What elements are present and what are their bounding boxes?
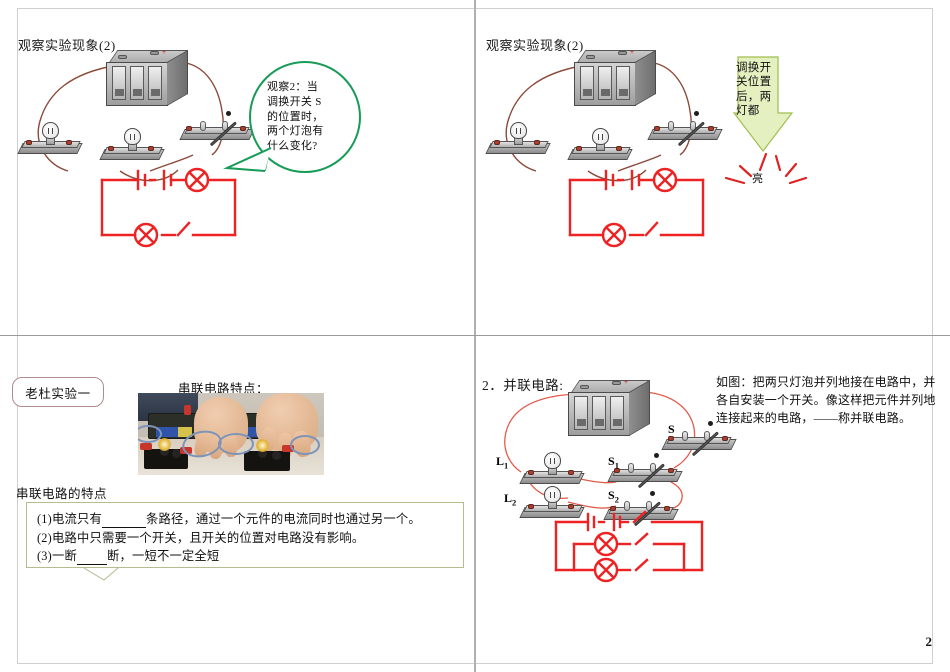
arrow-line-3: 后，两 <box>736 90 772 103</box>
photo-caption: 串联电路特点： <box>178 382 270 396</box>
schematic-series-top-left <box>90 158 265 258</box>
green-down-arrow: 调换开 关位置 后，两 灯都 <box>726 55 801 155</box>
knife-switch-icon <box>179 104 255 147</box>
label-S2: S2 <box>608 488 619 505</box>
characteristic-line-1: (1)电流只有 条路径，通过一个元件的电流同时也通过另一个。 <box>37 509 455 528</box>
schematic-series-top-right <box>558 158 733 258</box>
page-frame-right <box>932 8 933 664</box>
callout-tail-characteristics <box>84 567 119 581</box>
battery-plus-label-2: + <box>630 48 634 56</box>
arrow-text: 调换开 关位置 后，两 灯都 <box>736 61 792 119</box>
lamp-1-icon-2 <box>485 116 551 154</box>
char-1-blank <box>101 512 146 528</box>
page-frame-left <box>17 8 18 664</box>
label-L2: L2 <box>504 491 517 508</box>
slide-bottom-left: 老杜实验一 串联电路特点： <box>0 336 474 672</box>
slide-title-bottom-right: 2．并联电路: <box>482 378 564 393</box>
bubble-line-2: 调换开关 S <box>267 95 322 108</box>
char-3-blank <box>76 549 107 565</box>
characteristic-line-3: (3)一断 断，一短不一定全短 <box>37 546 455 565</box>
arrow-shape-icon <box>732 56 794 152</box>
section-label-series-characteristics: 串联电路的特点 <box>16 487 108 501</box>
battery-pack-icon-2: + <box>574 48 658 108</box>
arrow-line-4: 灯都 <box>736 105 760 118</box>
speech-bubble-tail <box>223 147 272 172</box>
slide-top-right: 观察实验现象(2) + <box>476 0 950 335</box>
series-experiment-photo <box>138 393 324 475</box>
battery-pack-icon-parallel: + <box>568 378 652 438</box>
bubble-line-4: 两个灯泡有 <box>267 125 324 138</box>
characteristics-box: (1)电流只有 条路径，通过一个元件的电流同时也通过另一个。 (2)电路中只需要… <box>26 502 464 568</box>
speech-bubble-text: 观察2：当 调换开关 S 的位置时， 两个灯泡有 什么变化? <box>267 80 343 154</box>
slide-title-top-left: 观察实验现象(2) <box>18 38 116 53</box>
battery-plus-label-3: + <box>624 378 628 386</box>
panel-divider-horizontal <box>0 335 950 336</box>
label-S1: S1 <box>608 454 619 471</box>
char-3-pre: 一断 <box>51 549 77 563</box>
battery-plus-label: + <box>162 48 166 56</box>
slide-top-left: 观察实验现象(2) + <box>0 0 474 335</box>
panel-divider-vertical <box>474 0 476 672</box>
char-3-post: 断，一短不一定全短 <box>106 549 220 563</box>
slide-title-top-right: 观察实验现象(2) <box>486 38 584 53</box>
schematic-parallel <box>552 510 722 588</box>
bubble-line-5: 什么变化? <box>267 140 318 153</box>
lamp-2-icon-2 <box>567 122 633 160</box>
page-number: 2 <box>925 634 933 649</box>
char-1-post: 条路径，通过一个元件的电流同时也通过另一个。 <box>145 512 421 526</box>
label-S: S <box>668 422 675 436</box>
slide-bottom-right: 2．并联电路: 如图：把两只灯泡并列地接在电路中，并各自安装一个开关。像这样把元… <box>476 336 950 672</box>
experiment-badge: 老杜实验一 <box>12 377 104 407</box>
result-text-liang: 亮 <box>752 173 763 185</box>
arrow-line-2: 关位置 <box>736 76 772 89</box>
char-2-num: (2) <box>37 531 52 545</box>
char-3-num: (3) <box>37 549 52 563</box>
char-1-num: (1) <box>37 512 52 526</box>
switch-S2-icon <box>603 484 679 527</box>
lamp-1-icon <box>17 116 83 154</box>
knife-switch-icon-2 <box>647 104 723 147</box>
char-1-pre: 电流只有 <box>51 512 102 526</box>
label-L1: L1 <box>496 454 509 471</box>
switch-S1-icon <box>607 446 683 489</box>
char-2-pre: 电路中只需要一个开关，且开关的位置对电路没有影响。 <box>51 531 365 545</box>
arrow-line-1: 调换开 <box>736 62 772 74</box>
battery-pack-icon: + <box>106 48 190 108</box>
switch-S-icon <box>661 414 737 457</box>
lamp-2-icon <box>99 122 165 160</box>
shine-rays-icon <box>724 152 808 185</box>
parallel-circuit-description: 如图：把两只灯泡并列地接在电路中，并各自安装一个开关。像这样把元件并列地连接起来… <box>716 375 936 425</box>
characteristic-line-2: (2)电路中只需要一个开关，且开关的位置对电路没有影响。 <box>37 528 455 546</box>
lamp-L2-icon <box>519 480 585 518</box>
bubble-line-1: 观察2：当 <box>267 80 318 93</box>
lamp-L1-icon <box>519 446 585 484</box>
speech-bubble-observation: 观察2：当 调换开关 S 的位置时， 两个灯泡有 什么变化? <box>249 61 361 173</box>
bubble-line-3: 的位置时， <box>267 110 324 123</box>
